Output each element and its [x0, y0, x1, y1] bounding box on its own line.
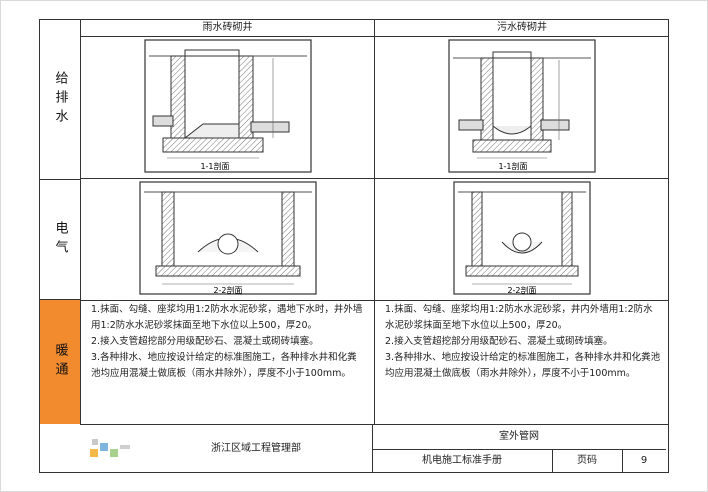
section-1-1-drawing: 1-1剖面: [81, 38, 374, 179]
section-1-1-drawing: 1-1剖面: [375, 38, 669, 179]
note-1: 1.抹面、勾缝、座浆均用1:2防水水泥砂浆，遇地下水时，井外墙用1:2防水水泥砂…: [91, 304, 363, 331]
note-3: 3.各种排水、地应按设计给定的标准图施工，各种排水井和化粪池均应用混凝土做底板（…: [91, 352, 357, 379]
rainwater-well-column: 雨水砖砌井 1-1剖面: [81, 20, 375, 424]
well-section-1-svg: 1-1剖面: [143, 39, 312, 173]
section-2-2-drawing: 2-2剖面: [375, 180, 669, 301]
section-2-2-drawing: 2-2剖面: [81, 180, 374, 301]
page-number: 9: [640, 455, 648, 466]
section-1-label: 1-1剖面: [200, 161, 229, 171]
note-2: 2.接入支管超挖部分用级配砂石、混凝土或砌砖填塞。: [385, 336, 613, 347]
title-block: 浙江区域工程管理部 室外管网 机电施工标准手册 页码 9: [80, 424, 668, 473]
manual-title: 机电施工标准手册: [372, 449, 553, 473]
well-section-1-svg: 1-1剖面: [448, 39, 596, 173]
company-logo-icon: [90, 439, 130, 457]
organization-name: 浙江区域工程管理部: [211, 443, 301, 454]
discipline-sidebar: 给排水 电气 暖通: [40, 20, 81, 424]
title-block-info: 室外管网 机电施工标准手册 页码 9: [372, 425, 666, 473]
note-3: 3.各种排水、地应按设计给定的标准图施工，各种排水井和化粪池均应用混凝土做底板（…: [385, 352, 661, 379]
sidebar-item-electrical: 电气: [40, 180, 80, 300]
section-1-label: 1-1剖面: [498, 161, 527, 171]
column-title: 雨水砖砌井: [81, 20, 374, 37]
page-label: 页码: [552, 449, 623, 473]
construction-notes: 1.抹面、勾缝、座浆均用1:2防水水泥砂浆，遇地下水时，井外墙用1:2防水水泥砂…: [91, 302, 366, 382]
well-section-2-svg: 2-2剖面: [138, 181, 317, 295]
section-2-label: 2-2剖面: [507, 285, 536, 295]
title-block-org: 浙江区域工程管理部: [80, 425, 373, 473]
sewage-well-column: 污水砖砌井 1-1剖面: [375, 20, 669, 424]
note-1: 1.抹面、勾缝、座浆均用1:2防水水泥砂浆，井内外墙用1:2防水水泥砂浆抹面至地…: [385, 304, 653, 331]
well-section-2-svg: 2-2剖面: [453, 181, 591, 295]
note-2: 2.接入支管超挖部分用级配砂石、混凝土或砌砖填塞。: [91, 336, 319, 347]
subject-title: 室外管网: [372, 425, 666, 450]
construction-notes: 1.抹面、勾缝、座浆均用1:2防水水泥砂浆，井内外墙用1:2防水水泥砂浆抹面至地…: [385, 302, 661, 382]
manual-page: 给排水 电气 暖通 雨水砖砌井: [39, 19, 669, 473]
section-2-label: 2-2剖面: [213, 285, 242, 295]
content-area: 雨水砖砌井 1-1剖面: [80, 20, 669, 424]
sidebar-item-plumbing: 给排水: [40, 20, 80, 180]
column-title: 污水砖砌井: [375, 20, 669, 37]
sidebar-item-hvac: 暖通: [40, 300, 80, 424]
